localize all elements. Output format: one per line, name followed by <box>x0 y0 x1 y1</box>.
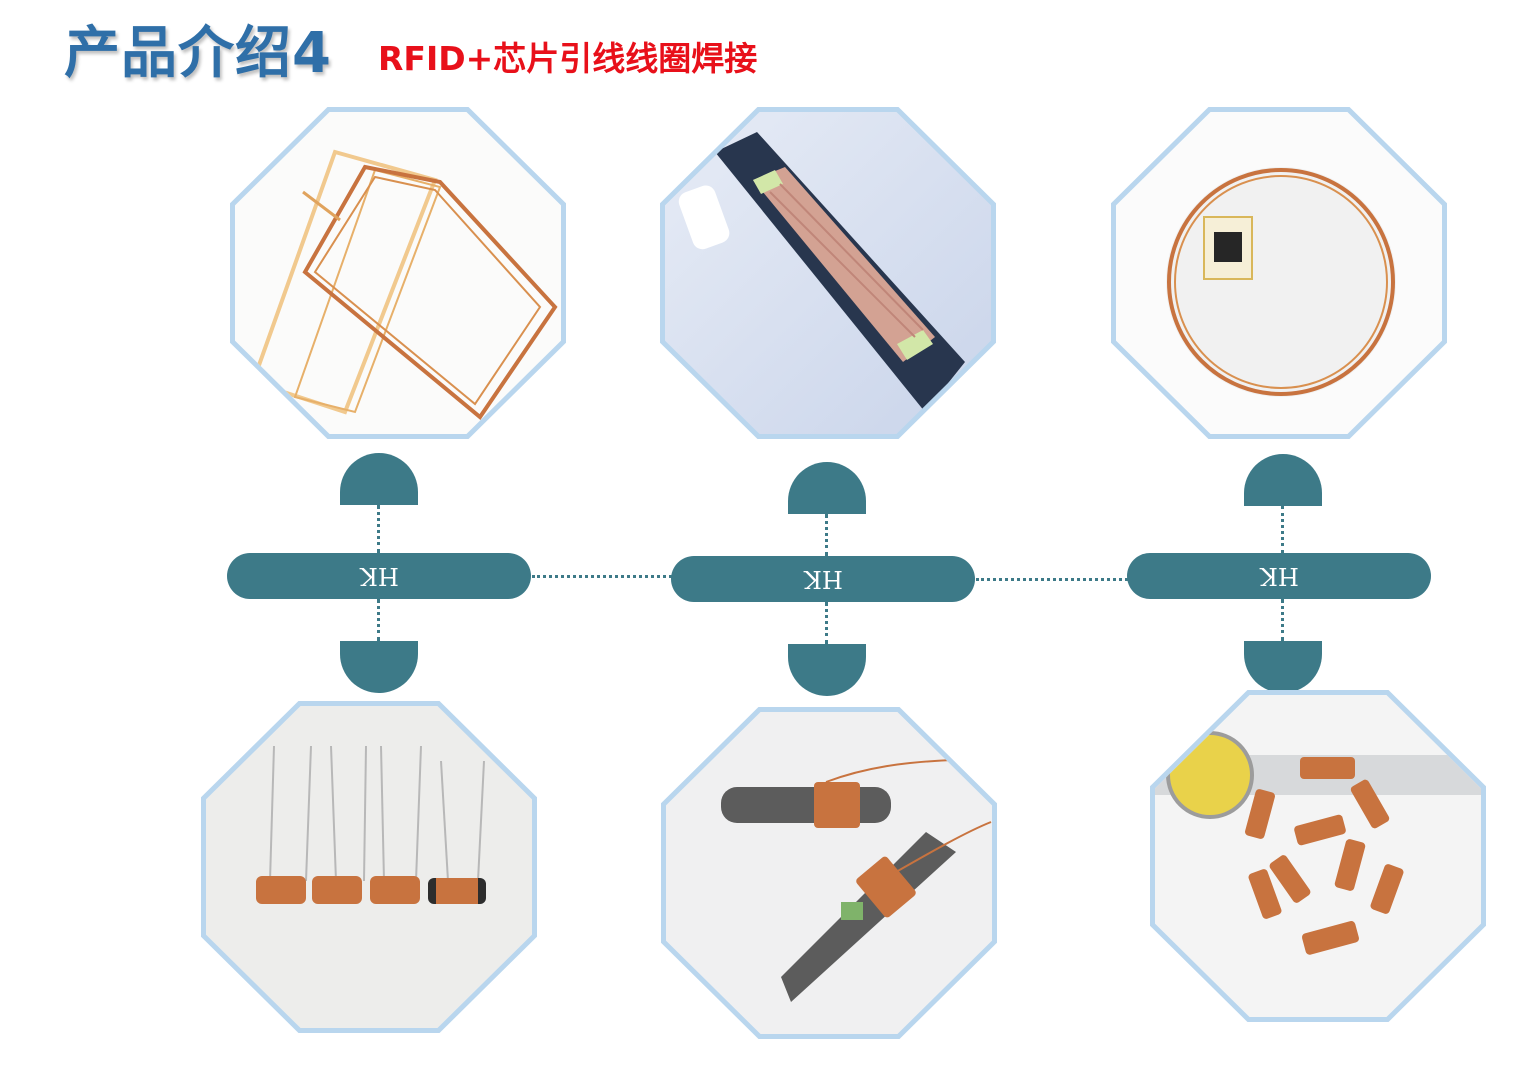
node-1-label: HK <box>359 562 399 590</box>
page-subtitle: RFID+芯片引线线圈焊接 <box>378 39 758 78</box>
product-photo-frame-1 <box>230 107 566 439</box>
node-2-label: HK <box>803 565 843 593</box>
ferrite-rod-antenna-photo <box>665 112 991 434</box>
node-1: HK <box>227 553 531 599</box>
rectangular-wire-coils-photo <box>235 112 561 434</box>
node-1-top-cap <box>340 453 418 505</box>
node-3-label: HK <box>1259 562 1299 590</box>
node-2-bottom-cap <box>788 644 866 696</box>
node-3-top-cap <box>1244 454 1322 506</box>
product-photo-frame-6 <box>1150 690 1486 1022</box>
node-3: HK <box>1127 553 1431 599</box>
product-photo-frame-3 <box>1111 107 1447 439</box>
product-photo-frame-2 <box>660 107 996 439</box>
ferrite-coils-with-leads-photo <box>666 712 992 1034</box>
round-coil-with-chip-photo <box>1116 112 1442 434</box>
node-2: HK <box>671 556 975 602</box>
small-bobbin-coils-photo <box>206 706 532 1028</box>
node-2-top-cap <box>788 462 866 514</box>
page-title: 产品介绍4 <box>64 21 332 86</box>
node-3-bottom-cap <box>1244 641 1322 693</box>
node-1-bottom-cap <box>340 641 418 693</box>
chip-inductors-caliper-photo <box>1155 695 1481 1017</box>
product-photo-frame-4 <box>201 701 537 1033</box>
product-photo-frame-5 <box>661 707 997 1039</box>
